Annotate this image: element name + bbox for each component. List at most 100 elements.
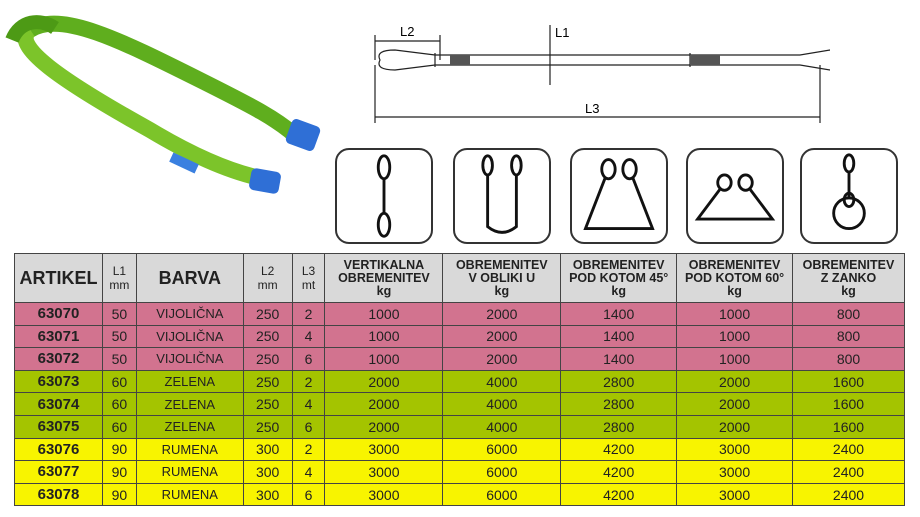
cell-barva: ZELENA: [135, 414, 244, 439]
green-sling-photo: [5, 15, 321, 194]
cell-barva: VIJOLIČNA: [135, 302, 244, 326]
cell-vertical: 1000: [324, 302, 444, 326]
angle-45-lift-icon: [570, 148, 668, 244]
cell-l3: 2: [291, 437, 326, 462]
cell-angle-60: 3000: [676, 482, 794, 507]
cell-choke: 1600: [792, 414, 905, 439]
cell-barva: ZELENA: [135, 369, 244, 394]
cell-angle-45: 1400: [560, 347, 678, 371]
cell-l2: 300: [242, 460, 293, 484]
cell-l3: 4: [291, 392, 326, 416]
cell-l2: 250: [242, 414, 293, 439]
cell-angle-60: 1000: [676, 302, 794, 326]
cell-l1: 90: [101, 460, 137, 484]
cell-u-shape: 2000: [442, 302, 562, 326]
cell-u-shape: 6000: [442, 460, 562, 484]
cell-barva: RUMENA: [135, 437, 244, 462]
cell-choke: 800: [792, 324, 905, 349]
cell-l3: 4: [291, 324, 326, 349]
cell-artikel: 63078: [14, 482, 103, 507]
cell-u-shape: 4000: [442, 414, 562, 439]
header-artikel: ARTIKEL: [14, 253, 103, 303]
cell-choke: 800: [792, 347, 905, 371]
cell-angle-45: 2800: [560, 392, 678, 416]
sling-dimension-diagram: L2 L1 L3: [374, 24, 830, 123]
cell-vertical: 1000: [324, 347, 444, 371]
cell-barva: RUMENA: [135, 482, 244, 507]
choke-lift-icon: [800, 148, 898, 244]
cell-angle-45: 1400: [560, 324, 678, 349]
cell-angle-60: 3000: [676, 437, 794, 462]
cell-artikel: 63073: [14, 369, 103, 394]
cell-l3: 2: [291, 369, 326, 394]
cell-l2: 250: [242, 369, 293, 394]
cell-l1: 50: [101, 347, 137, 371]
cell-l1: 60: [101, 392, 137, 416]
l2-label: L2: [400, 24, 414, 39]
cell-angle-45: 1400: [560, 302, 678, 326]
cell-vertical: 3000: [324, 482, 444, 507]
cell-l1: 90: [101, 482, 137, 507]
cell-choke: 2400: [792, 460, 905, 484]
cell-artikel: 63076: [14, 437, 103, 462]
l1-label: L1: [555, 25, 569, 40]
cell-artikel: 63074: [14, 392, 103, 416]
cell-choke: 800: [792, 302, 905, 326]
u-lift-icon: [453, 148, 551, 244]
cell-vertical: 1000: [324, 324, 444, 349]
cell-u-shape: 6000: [442, 437, 562, 462]
cell-vertical: 2000: [324, 392, 444, 416]
cell-l1: 60: [101, 414, 137, 439]
cell-angle-60: 1000: [676, 324, 794, 349]
cell-artikel: 63071: [14, 324, 103, 349]
cell-l1: 50: [101, 302, 137, 326]
cell-angle-45: 4200: [560, 460, 678, 484]
cell-l2: 250: [242, 302, 293, 326]
cell-barva: VIJOLIČNA: [135, 324, 244, 349]
cell-artikel: 63072: [14, 347, 103, 371]
cell-angle-60: 2000: [676, 414, 794, 439]
cell-l3: 2: [291, 302, 326, 326]
cell-barva: RUMENA: [135, 460, 244, 484]
l3-label: L3: [585, 101, 599, 116]
cell-vertical: 3000: [324, 460, 444, 484]
cell-angle-45: 4200: [560, 482, 678, 507]
cell-vertical: 2000: [324, 369, 444, 394]
vertical-lift-icon: [335, 148, 433, 244]
cell-l3: 4: [291, 460, 326, 484]
cell-choke: 2400: [792, 437, 905, 462]
angle-60-lift-icon: [686, 148, 784, 244]
cell-artikel: 63077: [14, 460, 103, 484]
cell-l3: 6: [291, 347, 326, 371]
cell-angle-45: 2800: [560, 414, 678, 439]
cell-vertical: 3000: [324, 437, 444, 462]
cell-l1: 50: [101, 324, 137, 349]
cell-u-shape: 4000: [442, 392, 562, 416]
cell-l3: 6: [291, 414, 326, 439]
cell-u-shape: 2000: [442, 347, 562, 371]
cell-l1: 60: [101, 369, 137, 394]
cell-l2: 300: [242, 482, 293, 507]
header-barva: BARVA: [135, 253, 244, 303]
cell-barva: ZELENA: [135, 392, 244, 416]
cell-l2: 300: [242, 437, 293, 462]
cell-angle-60: 2000: [676, 369, 794, 394]
cell-artikel: 63075: [14, 414, 103, 439]
